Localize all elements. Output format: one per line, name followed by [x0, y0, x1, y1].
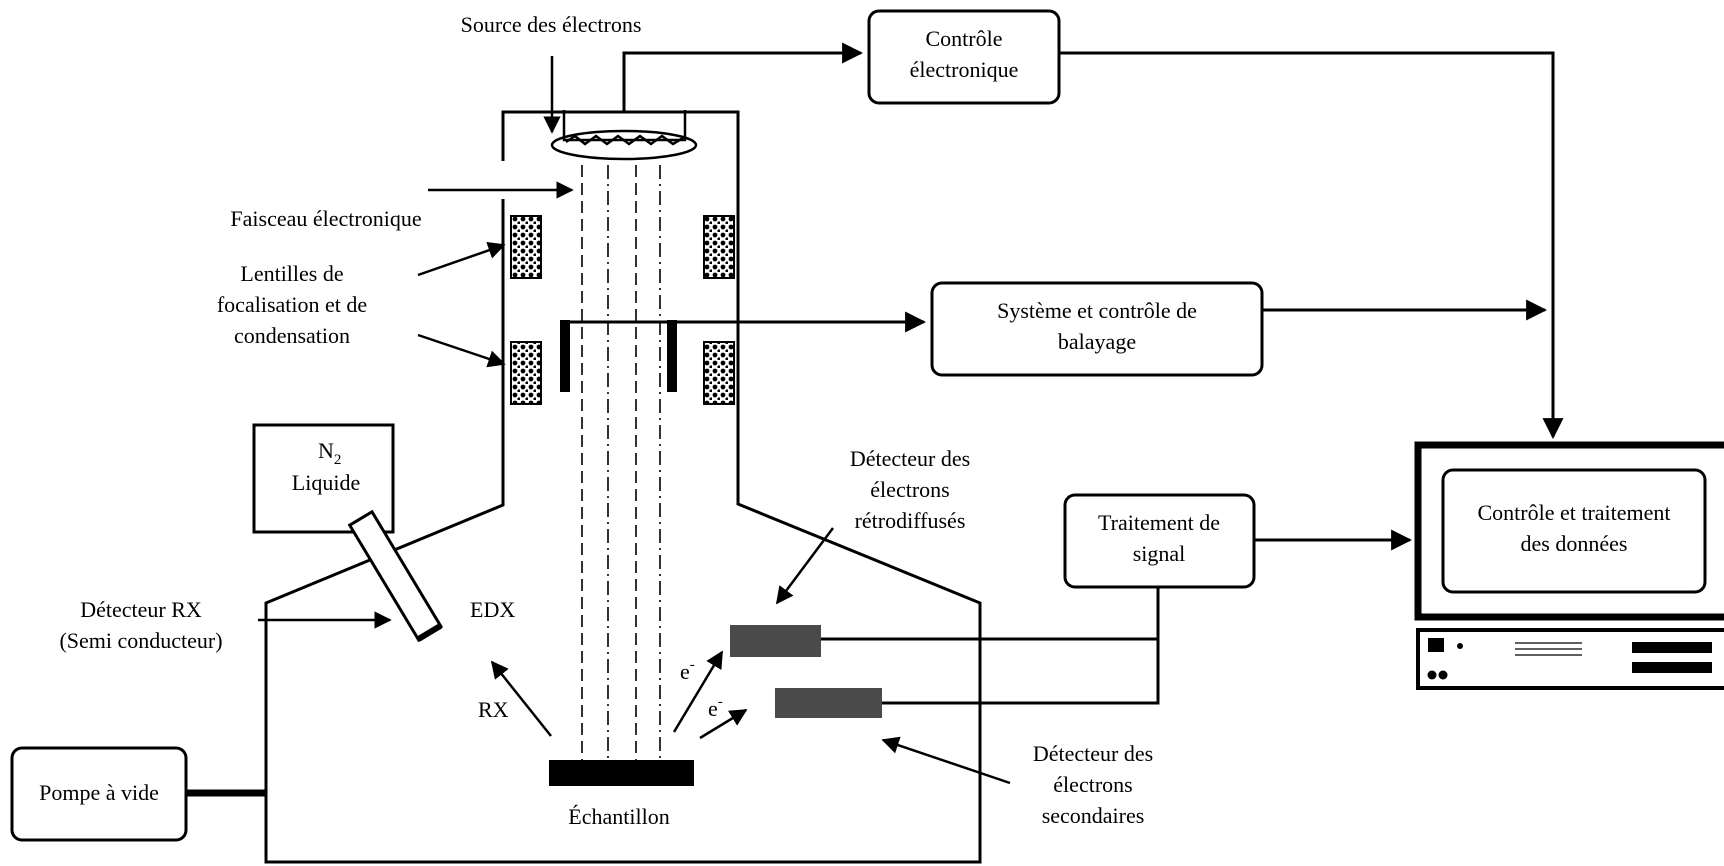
label-det-rx-2: (Semi conducteur) — [59, 628, 222, 653]
label-det-retro-3: rétrodiffusés — [855, 508, 966, 533]
computer — [1414, 441, 1724, 690]
label-det-retro-2: électrons — [870, 477, 949, 502]
box-traitement-line1: Traitement de — [1098, 510, 1220, 535]
scan-system-box — [930, 281, 1264, 377]
lens-coil-lower-left — [510, 341, 542, 405]
box-controle-elec-line1: Contrôle — [926, 26, 1003, 51]
label-det-sec-2: électrons — [1053, 772, 1132, 797]
lens-coil-upper-left — [510, 215, 542, 279]
lens-coil-upper-right — [703, 215, 735, 279]
electronic-control-box — [867, 9, 1061, 105]
connectors — [565, 42, 1564, 705]
label-det-retro-1: Détecteur des — [850, 446, 970, 471]
computer-case — [1416, 628, 1724, 690]
label-det-sec-3: secondaires — [1042, 803, 1145, 828]
lens-coil-lower-right — [703, 341, 735, 405]
backscatter-detector — [730, 625, 821, 657]
edx-detector — [347, 509, 444, 643]
label-e-minus-1: e- — [680, 657, 695, 684]
sample — [549, 760, 694, 786]
box-balayage-line1: Système et contrôle de — [997, 298, 1197, 323]
lens-coils — [510, 215, 735, 405]
box-controle-elec-line2: électronique — [910, 57, 1019, 82]
label-det-sec-1: Détecteur des — [1033, 741, 1153, 766]
box-donnees-line2: des données — [1521, 531, 1628, 556]
label-source: Source des électrons — [461, 12, 642, 37]
label-e-minus-2: e- — [708, 694, 723, 721]
secondary-detector — [775, 688, 882, 718]
box-traitement-line2: signal — [1133, 541, 1186, 566]
label-lentilles-3: condensation — [234, 323, 350, 348]
label-det-rx-1: Détecteur RX — [80, 597, 202, 622]
label-liquide: Liquide — [292, 470, 360, 495]
pointer-arrows — [258, 56, 1011, 785]
label-rx: RX — [478, 697, 509, 722]
box-donnees-line1: Contrôle et traitement — [1477, 500, 1670, 525]
label-n2: N2 — [318, 438, 341, 468]
scan-plates — [560, 320, 677, 392]
label-lentilles-1: Lentilles de — [240, 261, 343, 286]
label-edx: EDX — [470, 597, 515, 622]
label-pompe: Pompe à vide — [39, 780, 159, 805]
electron-beam — [581, 165, 661, 760]
label-lentilles-2: focalisation et de — [217, 292, 367, 317]
label-faisceau: Faisceau électronique — [230, 206, 421, 231]
monitor-screen — [1441, 468, 1707, 594]
electron-source — [550, 110, 698, 161]
box-balayage-line2: balayage — [1058, 329, 1136, 354]
label-echantillon: Échantillon — [568, 804, 669, 829]
